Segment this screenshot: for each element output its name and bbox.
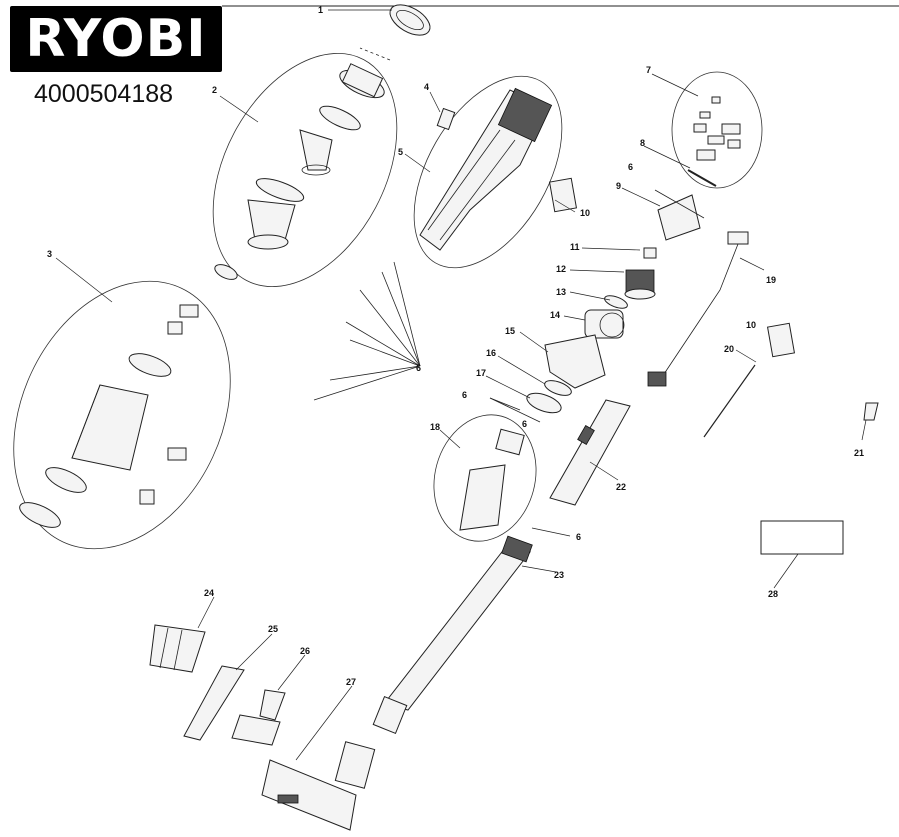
part-23-wand [372,535,533,735]
callout-9: 9 [616,181,621,191]
group-ellipse-7 [671,71,763,189]
part-16-seal [544,380,572,396]
callout-2: 2 [212,85,217,95]
part-20-rod [703,364,756,438]
part-10-pad-a [548,177,578,213]
part-4-latch [436,107,456,131]
callout-27: 27 [346,677,356,687]
callout-22: 22 [616,482,626,492]
part-21-clip [863,402,879,421]
callout-12: 12 [556,264,566,274]
callout-1: 1 [318,5,323,15]
callout-10b: 10 [746,320,756,330]
callout-17: 17 [476,368,486,378]
callout-14: 14 [550,310,560,320]
part-2-cyclone-assembly [214,47,391,280]
callout-23: 23 [554,570,564,580]
part-27-floor-head [261,741,376,831]
callout-5: 5 [398,147,403,157]
part-3-dust-bin-assembly [19,304,199,528]
part-24-crevice-holder [149,624,206,673]
group-ellipse-18 [433,414,537,542]
logo-text: RYOBI [25,9,207,69]
part-18-filter-set [459,428,525,531]
part-8-strip [687,169,717,187]
part-10-pad-b [766,322,796,358]
leader-lines [55,9,867,761]
callout-18: 18 [430,422,440,432]
callout-labels: 1 2 3 4 5 6 6 6 6 6 7 8 9 10 10 11 12 13… [47,5,864,687]
part-9-cover [657,194,701,241]
callout-4: 4 [424,82,429,92]
callout-8: 8 [640,138,645,148]
callout-6e: 6 [522,419,527,429]
part-25-crevice-tool [183,665,245,741]
callout-20: 20 [724,344,734,354]
group-ellipse-2 [212,53,398,287]
group-ellipse-3 [13,280,231,550]
callout-6b: 6 [628,162,633,172]
group-ellipse-5 [413,75,563,269]
callout-19: 19 [766,275,776,285]
callout-11: 11 [570,242,580,252]
callout-28: 28 [768,589,778,599]
callout-7: 7 [646,65,651,75]
callout-6c: 6 [462,390,467,400]
callout-21: 21 [854,448,864,458]
part-14-motor-housing [584,309,625,339]
part-5-housing [419,87,553,251]
part-7-button-set [693,96,741,161]
model-number: 4000504188 [34,80,174,108]
part-11-clip [643,247,657,259]
part-13-ring [604,295,628,309]
part-28-label-box [760,520,844,555]
callout-25: 25 [268,624,278,634]
callout-26: 26 [300,646,310,656]
part-1-filter-cap [389,4,431,36]
part-12-motor [624,269,656,300]
callout-15: 15 [505,326,515,336]
part-6-screw-set [313,189,705,537]
callout-24: 24 [204,588,214,598]
callout-6a: 6 [416,363,421,373]
callout-3: 3 [47,249,52,259]
part-26-brush-tool [231,689,286,746]
part-15-shroud [544,334,606,389]
callout-13: 13 [556,287,566,297]
callout-16: 16 [486,348,496,358]
part-19-wire-harness [647,231,749,387]
callout-10a: 10 [580,208,590,218]
callout-6d: 6 [576,532,581,542]
part-22-handle-tube [549,399,631,506]
ryobi-logo: RYOBI [10,6,222,72]
